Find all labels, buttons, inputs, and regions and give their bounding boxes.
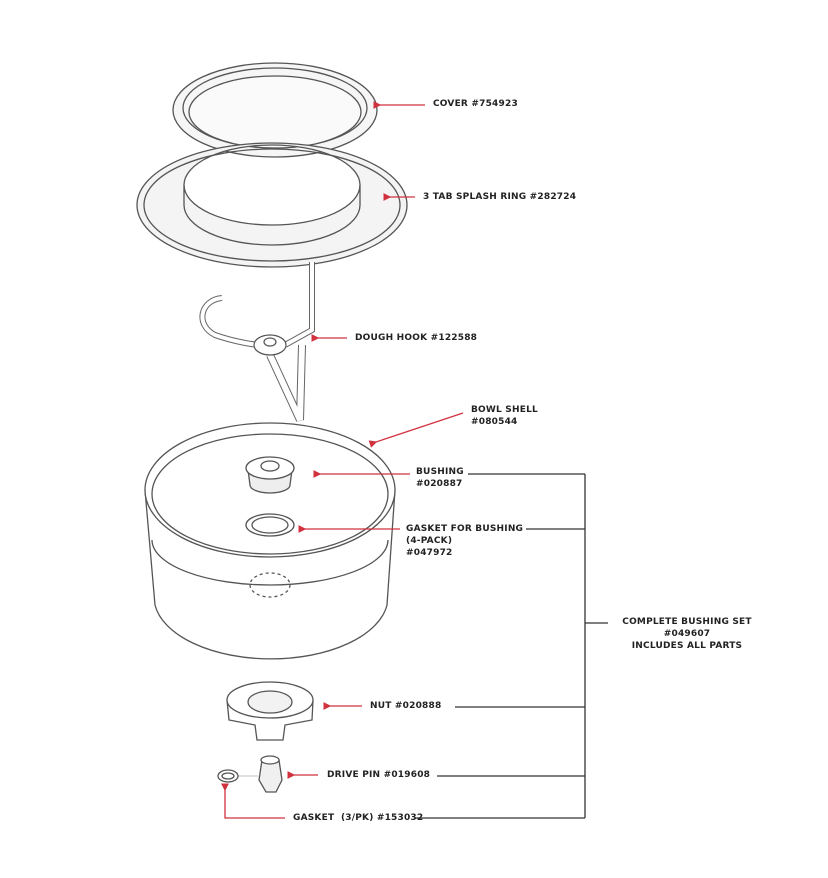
nut-label: NUT #020888 bbox=[370, 701, 442, 711]
complete-set-label: COMPLETE BUSHING SET #049607 INCLUDES AL… bbox=[612, 616, 762, 652]
gasket-bushing-name: GASKET FOR BUSHING bbox=[406, 524, 524, 534]
gasket-bushing-pack: (4-PACK) bbox=[406, 536, 453, 546]
bushing-number: #020887 bbox=[416, 479, 463, 489]
gasket-small-label: GASKET (3/PK) #153032 bbox=[293, 813, 424, 823]
bowl-shell-leader bbox=[368, 412, 464, 448]
bowl-shell-number: #080544 bbox=[471, 417, 518, 427]
splash-ring-part bbox=[136, 142, 408, 268]
gasket-bushing-part bbox=[245, 513, 295, 537]
dough-hook-part bbox=[199, 262, 315, 422]
bushing-label: BUSHING #020887 bbox=[416, 466, 464, 490]
gasket-bushing-number: #047972 bbox=[406, 548, 453, 558]
bushing-set-bracket bbox=[415, 473, 608, 819]
drive-pin-part bbox=[238, 755, 283, 793]
dough-hook-label: DOUGH HOOK #122588 bbox=[355, 333, 478, 343]
gasket-small-leader bbox=[221, 783, 285, 819]
complete-set-name: COMPLETE BUSHING SET bbox=[622, 617, 752, 627]
cover-label: COVER #754923 bbox=[433, 99, 518, 109]
gasket-bushing-label: GASKET FOR BUSHING (4-PACK) #047972 bbox=[406, 523, 523, 559]
bowl-shell-name: BOWL SHELL bbox=[471, 405, 538, 415]
nut-part bbox=[226, 681, 314, 741]
drive-pin-label: DRIVE PIN #019608 bbox=[327, 770, 431, 780]
complete-set-note: INCLUDES ALL PARTS bbox=[631, 641, 743, 651]
bushing-name: BUSHING bbox=[416, 467, 464, 477]
complete-set-number: #049607 bbox=[663, 629, 711, 639]
gasket-small-part bbox=[217, 769, 239, 783]
bushing-part bbox=[245, 456, 295, 494]
bowl-shell-label: BOWL SHELL #080544 bbox=[471, 404, 538, 428]
splash-ring-label: 3 TAB SPLASH RING #282724 bbox=[423, 192, 577, 202]
cover-part bbox=[172, 62, 378, 158]
